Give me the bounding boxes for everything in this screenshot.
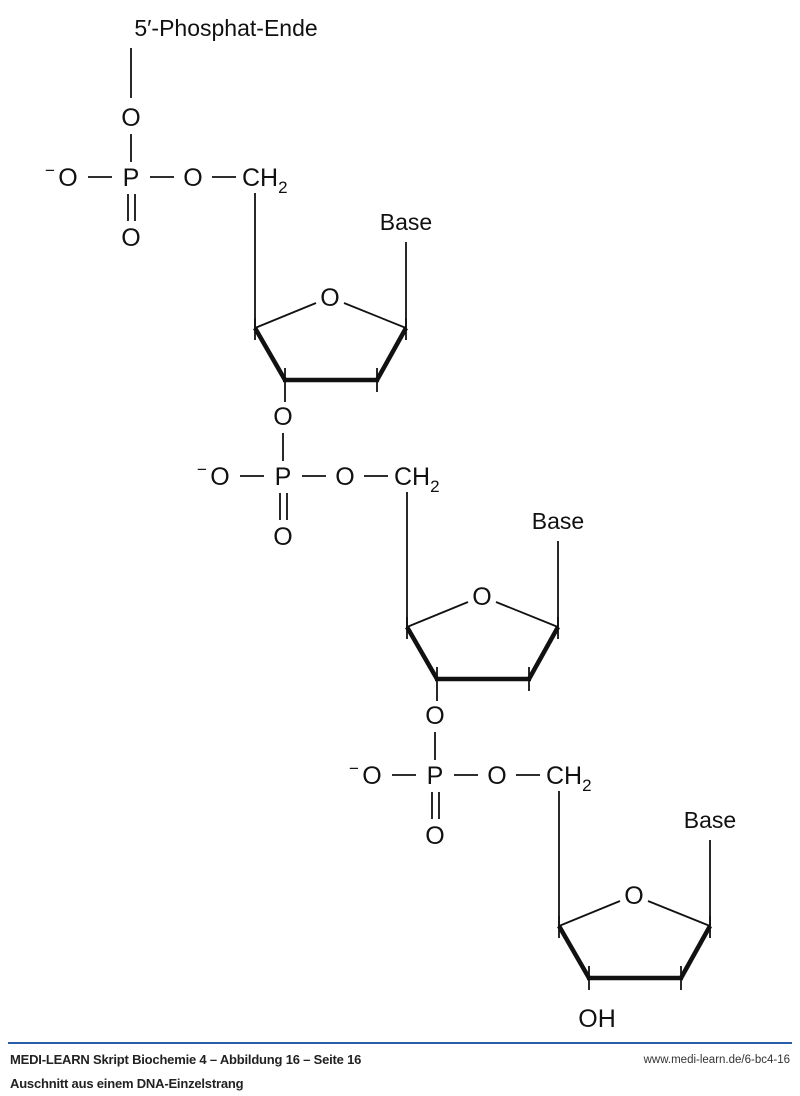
ring-oxygen: O — [320, 284, 339, 312]
ch2-group: CH2 — [394, 463, 440, 496]
phosphorus-atom: P — [275, 463, 292, 491]
phosphate-group: O P − O O CH2 O — [45, 104, 288, 252]
oxygen-atom: O — [210, 463, 229, 491]
ring-oxygen: O — [472, 583, 491, 611]
oxygen-atom: O — [335, 463, 354, 491]
phosphorus-atom: P — [427, 762, 444, 790]
oxygen-atom: O — [362, 762, 381, 790]
dna-strand-diagram: 5′-Phosphat-Ende O P − O O CH2 O O — [45, 15, 736, 1033]
ring-oxygen: O — [624, 882, 643, 910]
base-label: Base — [532, 508, 584, 534]
deoxyribose-ring: O Base OH — [557, 791, 736, 1033]
phosphate-group: O P − O O CH2 O — [349, 702, 592, 850]
oxygen-atom: O — [273, 403, 292, 431]
negative-charge: − — [349, 759, 359, 778]
footer-url[interactable]: www.medi-learn.de/6-bc4-16 — [643, 1054, 790, 1066]
oxygen-atom: O — [425, 822, 444, 850]
ch2-group: CH2 — [242, 164, 288, 197]
phosphate-group: O P − O O CH2 O — [197, 403, 440, 551]
ch2-group: CH2 — [546, 762, 592, 795]
oxygen-atom: O — [121, 224, 140, 252]
footer-caption: MEDI-LEARN Skript Biochemie 4 – Abbildun… — [10, 1052, 362, 1067]
deoxyribose-ring: O Base — [405, 492, 584, 701]
base-label: Base — [380, 209, 432, 235]
footer-subtitle: Auschnitt aus einem DNA-Einzelstrang — [10, 1076, 244, 1091]
three-prime-oh: OH — [578, 1005, 616, 1033]
oxygen-atom: O — [487, 762, 506, 790]
oxygen-atom: O — [425, 702, 444, 730]
nucleotide-3: O P − O O CH2 O O Base — [349, 702, 736, 1033]
footer-rule — [8, 1042, 792, 1044]
nucleotide-1: O P − O O CH2 O O Base — [45, 104, 432, 402]
oxygen-atom: O — [58, 164, 77, 192]
negative-charge: − — [45, 161, 55, 180]
negative-charge: − — [197, 460, 207, 479]
phosphorus-atom: P — [123, 164, 140, 192]
oxygen-atom: O — [121, 104, 140, 132]
oxygen-atom: O — [273, 523, 292, 551]
nucleotide-2: O P − O O CH2 O O Base — [197, 403, 584, 701]
five-prime-end-label: 5′-Phosphat-Ende — [134, 15, 317, 41]
deoxyribose-ring: O Base — [253, 193, 432, 402]
oxygen-atom: O — [183, 164, 202, 192]
base-label: Base — [684, 807, 736, 833]
